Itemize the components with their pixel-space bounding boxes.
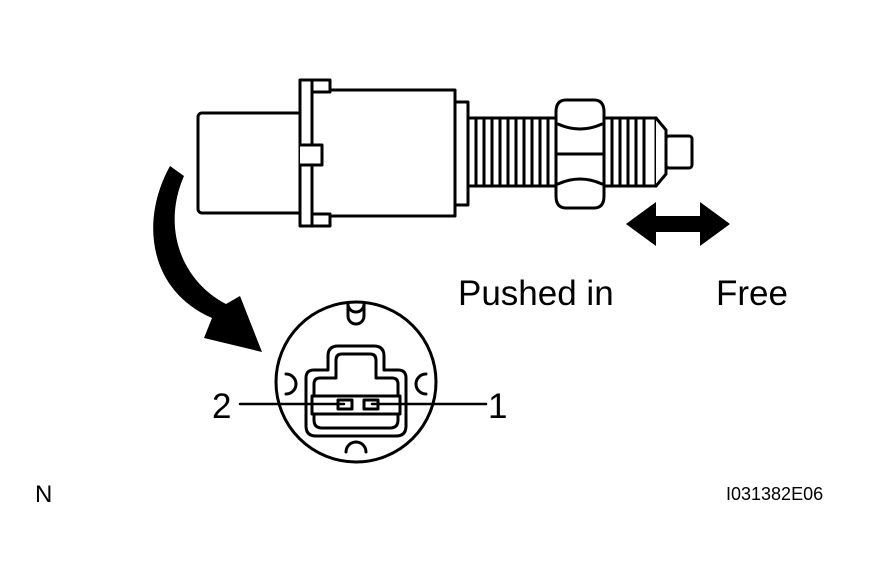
label-free: Free (716, 274, 788, 313)
plunger (664, 134, 694, 170)
curved-arrow-icon (153, 166, 262, 352)
connector-plug (196, 111, 310, 215)
label-figure-code: I031382E06 (726, 484, 824, 504)
threaded-tip (602, 116, 668, 188)
label-pushed-in: Pushed in (458, 274, 614, 313)
double-arrow-icon (626, 202, 730, 246)
lock-nut (554, 98, 606, 210)
switch-body (298, 78, 470, 228)
connector-face (274, 300, 438, 464)
label-pin-2: 2 (212, 387, 232, 426)
label-corner-mark: N (35, 481, 53, 508)
label-pin-1: 1 (488, 387, 508, 426)
threaded-shaft (466, 116, 562, 188)
